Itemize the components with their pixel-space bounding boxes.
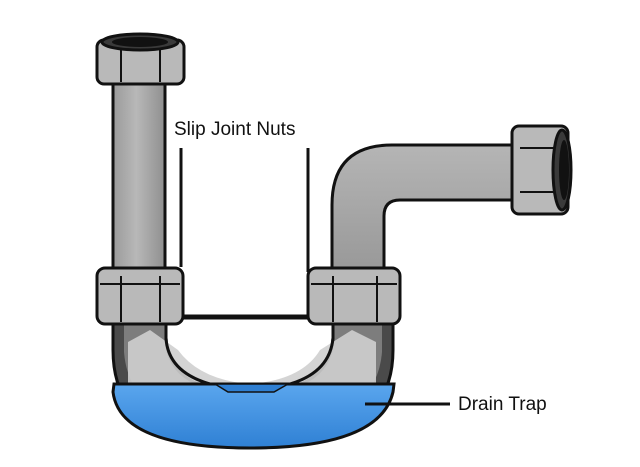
slip-joint-nuts-label: Slip Joint Nuts	[174, 119, 296, 140]
outlet-nut	[510, 124, 573, 216]
outlet-elbow-pipe	[330, 143, 524, 280]
water-seal	[111, 382, 396, 450]
left-vertical-pipe	[111, 78, 167, 277]
top-cap-nut	[95, 32, 186, 86]
drain-trap-u-bend	[111, 314, 396, 450]
slip-joint-nut-left	[95, 266, 185, 326]
slip-joint-nut-right	[306, 266, 402, 326]
drain-trap-label: Drain Trap	[458, 394, 547, 415]
